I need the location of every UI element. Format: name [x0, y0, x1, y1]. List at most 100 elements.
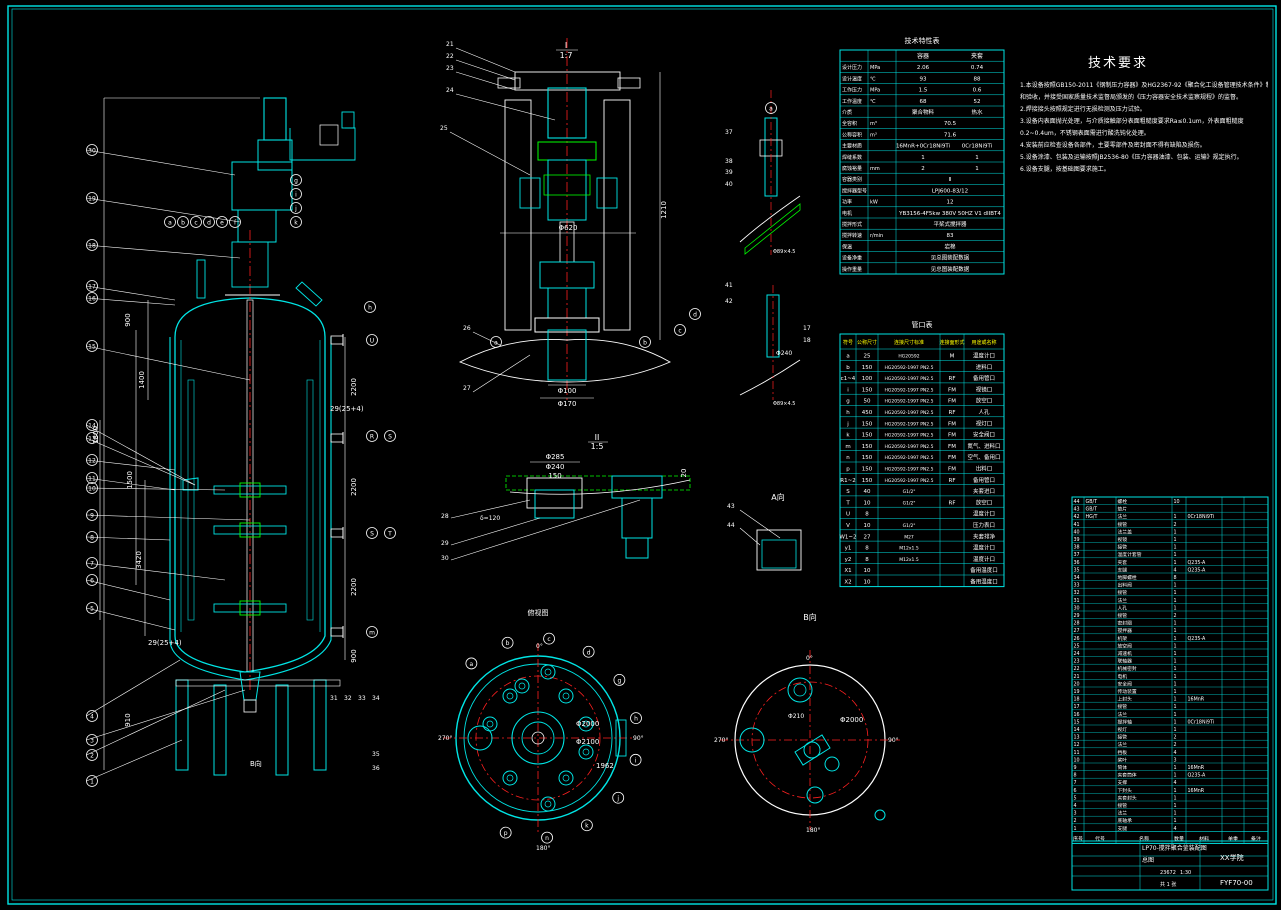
balloon-text-8: 8: [90, 535, 94, 542]
central-nozzle: [511, 711, 565, 765]
tech-cell-vessel-0: 2.06: [917, 65, 930, 71]
nozzle-cell-3-3: FM: [948, 387, 956, 393]
bom-cell-13-2: 接管: [1118, 734, 1128, 741]
balloon-text-c: c: [678, 328, 681, 335]
detail-I-callout-27: 27: [463, 385, 471, 392]
bom-cell-28-0: 28: [1074, 621, 1080, 627]
view-B-bracket: [794, 734, 831, 766]
view-B-side-port: [824, 756, 840, 772]
top-bracket: [514, 71, 621, 91]
nozzle-cell-19-1: 10: [864, 568, 871, 574]
balloon-i: [629, 753, 642, 766]
callout-38: 38: [725, 158, 733, 165]
bom-cell-2-3: 1: [1174, 818, 1177, 824]
bom-cell-7-2: 支撑: [1118, 779, 1128, 786]
view-B-angle-270: 270°: [714, 737, 728, 744]
tb-sheet: 共 1 张: [1160, 881, 1176, 888]
balloon-text-a: a: [769, 106, 773, 113]
view-B-left-port: [739, 727, 765, 753]
dim-170: Φ170: [558, 400, 577, 408]
top-nozzle-9: [578, 744, 594, 760]
top-nozzle-2: [558, 688, 574, 704]
balloon-d: [203, 216, 215, 228]
callout-42: 42: [725, 298, 733, 305]
nozzle-cell-10-4: 出料口: [976, 465, 993, 473]
tech-cell-jacket-8: 1: [975, 155, 979, 161]
balloon-text-b: b: [643, 340, 647, 347]
bom-cell-42-3: 1: [1174, 514, 1177, 520]
top-nozzle-5: [540, 664, 556, 680]
leader-3: [86, 689, 246, 741]
top-nozzle-bore-3: [506, 774, 514, 782]
bom-header-4: 材料: [1199, 835, 1209, 842]
bom-cell-26-0: 26: [1074, 636, 1080, 642]
nozzle-cell-9-0: n: [846, 455, 850, 461]
balloon-text-g: g: [294, 178, 298, 185]
balloon-g: [290, 174, 302, 186]
bom-header-6: 备注: [1251, 835, 1261, 842]
nozzle-cell-5-0: h: [846, 410, 850, 416]
callout-31: 31: [330, 695, 338, 702]
paddle-hub-3: [239, 600, 261, 616]
balloon-j: [290, 202, 302, 214]
view-B-top-port-bore: [793, 683, 807, 697]
bottom-valve: [243, 699, 257, 713]
nozzle-cell-7-0: k: [846, 433, 850, 439]
nozzle-cell-15-4: 压力表口: [973, 521, 995, 529]
nozzle-cell-8-4: 氮气、进料口: [967, 442, 1000, 450]
nozzle-cell-8-1: 150: [862, 444, 873, 450]
support-dish: [458, 339, 672, 383]
callout-33: 33: [358, 695, 366, 702]
bom-cell-27-0: 27: [1074, 628, 1080, 634]
view-B-angle-90: 90°: [888, 737, 899, 744]
bom-cell-24-2: 减速机: [1118, 650, 1133, 657]
bom-cell-1-3: 4: [1174, 826, 1177, 832]
nozzle-cell-12-1: 40: [864, 489, 871, 495]
nozzle-cell-16-4: 夹套排净: [973, 532, 996, 540]
balloon-a: [164, 216, 176, 228]
dim-2200-2: 2200: [350, 478, 358, 496]
dim-small-240: Φ240: [776, 350, 792, 357]
balloon-text-a: a: [494, 340, 498, 347]
bom-cell-23-0: 23: [1074, 659, 1080, 665]
top-dim-2000: Φ2000: [576, 720, 599, 728]
bom-cell-44-3: 10: [1174, 499, 1180, 505]
bom-cell-19-0: 19: [1074, 689, 1080, 695]
bom-cell-9-3: 1: [1174, 765, 1177, 771]
balloon-d: [689, 308, 701, 320]
bom-cell-18-0: 18: [1074, 697, 1080, 703]
nozzle-cell-9-4: 空气、备用口: [967, 453, 1000, 461]
gear-reducer: [257, 139, 293, 171]
balloon-a: [465, 657, 478, 670]
bom-cell-2-2: 底轴承: [1118, 817, 1133, 824]
balloon-b: [177, 216, 189, 228]
bom-cell-44-0: 44: [1074, 499, 1080, 505]
tech-cell-name-6: 公称容积: [842, 131, 862, 138]
bom-cell-11-2: 挡板: [1118, 749, 1128, 756]
tech-cell-name-13: 电机: [842, 210, 852, 217]
balloon-text-13: 13: [88, 436, 96, 443]
bom-cell-24-3: 1: [1174, 651, 1177, 657]
inclined-nozzle: [295, 281, 323, 307]
leader-15: [86, 345, 251, 381]
bom-cell-37-2: 温度计套管: [1118, 551, 1142, 558]
nozzle-cell-13-1: 10: [864, 500, 871, 506]
right-lug: [617, 77, 641, 89]
bom-cell-33-2: 出料阀: [1118, 582, 1133, 589]
tb-sub: 总图: [1142, 856, 1154, 864]
nozzle-cell-16-1: 27: [864, 534, 871, 540]
view-B-angle-180: 180°: [806, 827, 820, 834]
tech-cell-unit-2: MPa: [870, 88, 880, 94]
nozzle-cell-10-1: 150: [862, 467, 873, 473]
nozzle-cell-13-2: G1/2": [903, 500, 916, 506]
bom-cell-16-0: 16: [1074, 712, 1080, 718]
nozzle-cell-14-0: U: [846, 512, 850, 518]
dim-900-top: 900: [124, 313, 132, 326]
dim-1500: 1500: [126, 471, 134, 489]
balloon-a: [490, 336, 502, 348]
nozzle-cell-11-4: 备用管口: [973, 476, 995, 484]
bom-cell-19-3: 1: [1174, 689, 1177, 695]
bom-cell-38-0: 38: [1074, 545, 1080, 551]
tech-cell-jacket-9: 1: [975, 166, 979, 172]
balloon-f: [229, 216, 241, 228]
